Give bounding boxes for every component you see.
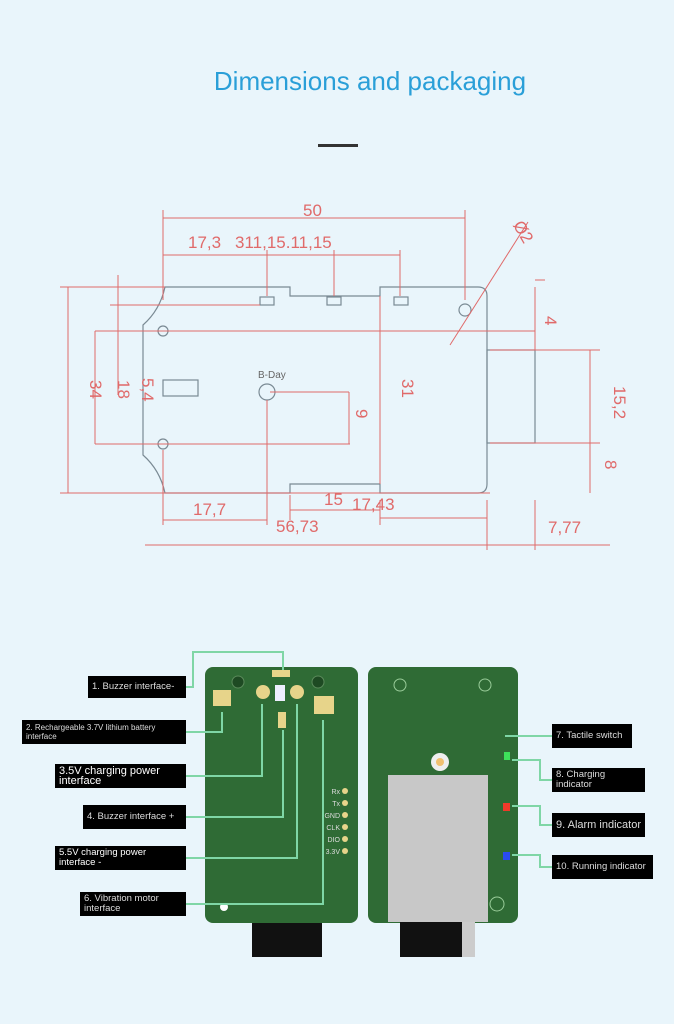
pcb-front: [368, 667, 518, 957]
dimension-labels: 50 17,3 311,15.11,15 Ø2 4 5,4 18 34 31 9…: [86, 201, 629, 537]
pcb-back: [205, 667, 358, 957]
dim-15: 15: [324, 490, 343, 509]
dim-8: 8: [601, 460, 620, 469]
board-outline: [142, 286, 536, 494]
callout-lines: [186, 651, 552, 905]
switch-label: B-Day: [258, 370, 286, 381]
label-tactile-switch: 7. Tactile switch: [552, 724, 632, 748]
label-battery-interface: 2. Rechargeable 3.7V lithium battery int…: [22, 720, 186, 744]
pin-gnd: GND: [324, 813, 340, 820]
dim-5-4: 5,4: [138, 378, 157, 402]
label-vibration-motor: 6. Vibration motor interface: [80, 892, 186, 916]
pin-3v3: 3.3V: [326, 849, 341, 856]
title-divider: [318, 144, 358, 147]
dim-phi2: Ø2: [509, 217, 537, 246]
label-running-indicator: 10. Running indicator: [552, 855, 653, 879]
label-buzzer-negative: 1. Buzzer interface-: [88, 676, 186, 698]
dim-17-7: 17,7: [193, 500, 226, 519]
dim-18: 18: [114, 380, 133, 399]
label-3-5v-charging: 3.5V charging power interface: [55, 764, 186, 788]
dim-7-77: 7,77: [548, 518, 581, 537]
pin-rx: Rx: [331, 789, 340, 796]
label-charging-indicator: 8. Charging indicator: [552, 768, 645, 792]
dim-11-15: 311,15.11,15: [235, 233, 332, 252]
dim-15-2: 15,2: [610, 386, 629, 419]
dim-50: 50: [303, 201, 322, 220]
label-alarm-indicator: 9. Alarm indicator: [552, 813, 645, 837]
dim-9: 9: [352, 409, 371, 418]
dim-4: 4: [541, 316, 560, 325]
dim-17-3: 17,3: [188, 233, 221, 252]
page-title: Dimensions and packaging: [213, 66, 527, 96]
pin-clk: CLK: [326, 825, 340, 832]
dim-56-73: 56,73: [276, 517, 319, 536]
dim-17-43: 17,43: [352, 495, 395, 514]
dim-34: 34: [86, 380, 105, 399]
label-buzzer-positive: 4. Buzzer interface +: [83, 805, 186, 829]
dim-31: 31: [398, 379, 417, 398]
pin-labels: Rx Tx GND CLK DIO 3.3V: [324, 788, 348, 856]
label-5-5v-charging: 5.5V charging power interface -: [55, 846, 186, 870]
pin-tx: Tx: [332, 801, 340, 808]
pin-dio: DIO: [328, 837, 341, 844]
dimension-lines: [60, 210, 610, 550]
